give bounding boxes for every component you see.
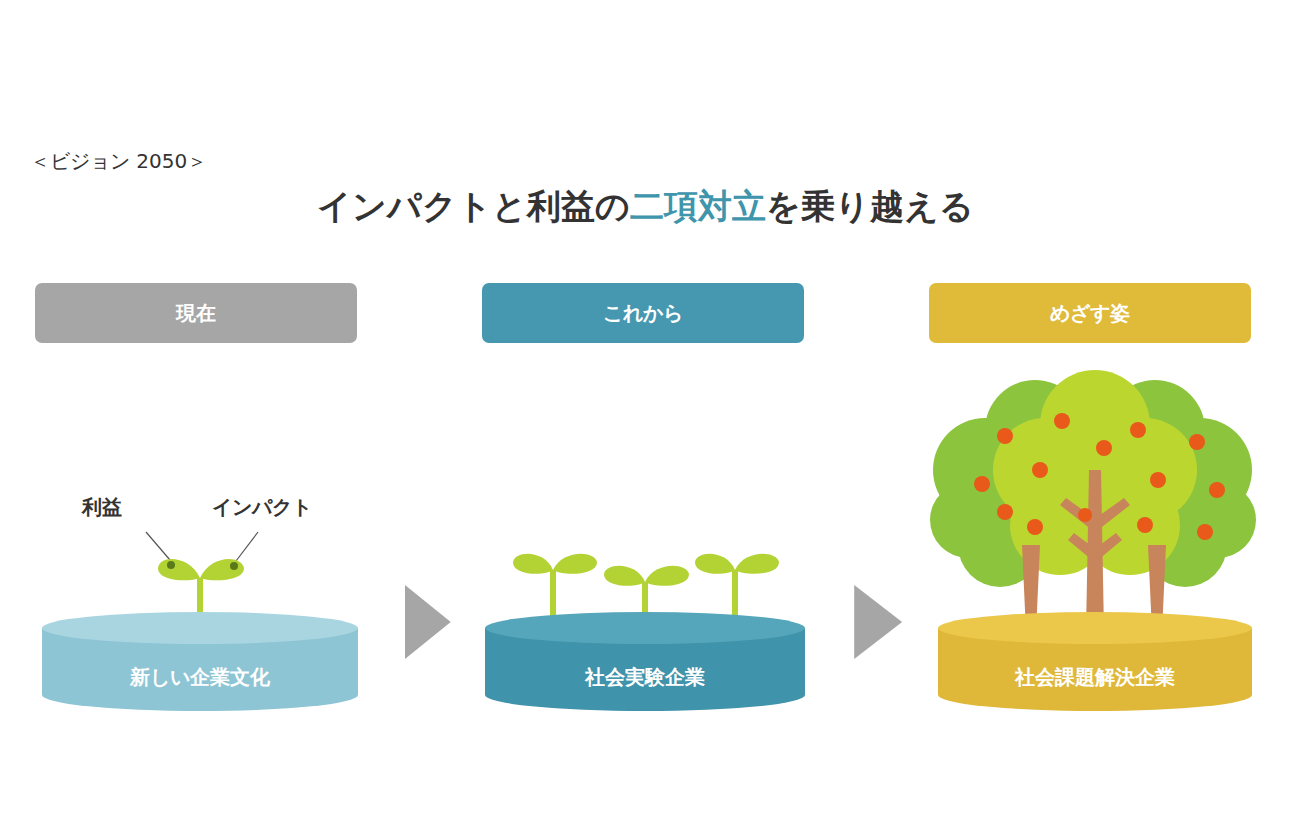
- callout-label: 利益: [82, 494, 122, 521]
- platform-label: 新しい企業文化: [130, 664, 270, 691]
- section-label: ＜ビジョン 2050＞: [30, 148, 207, 175]
- cylinder-shape: [938, 612, 1252, 712]
- stage-platform: 社会実験企業: [485, 612, 805, 712]
- platform-label: 社会課題解決企業: [1015, 664, 1175, 691]
- stage-label: めざす姿: [1050, 300, 1130, 327]
- cylinder-shape: [42, 612, 358, 712]
- arrow-connector: [405, 585, 451, 659]
- cylinder-shape: [485, 612, 805, 712]
- stage-header: めざす姿: [929, 283, 1251, 343]
- stage-label: 現在: [176, 300, 216, 327]
- stage-header: 現在: [35, 283, 357, 343]
- stage-platform: 新しい企業文化: [42, 612, 358, 712]
- stage-platform: 社会課題解決企業: [938, 612, 1252, 712]
- callout-label: インパクト: [212, 494, 312, 521]
- leader-line: [146, 532, 170, 560]
- stage-header: これから: [482, 283, 804, 343]
- platform-label: 社会実験企業: [585, 664, 705, 691]
- fruit-tree: [930, 370, 1256, 632]
- leader-line: [236, 532, 258, 561]
- arrow-connector: [854, 585, 902, 659]
- title: インパクトと利益の二項対立を乗り越える: [0, 184, 1290, 230]
- stage-label: これから: [603, 300, 683, 327]
